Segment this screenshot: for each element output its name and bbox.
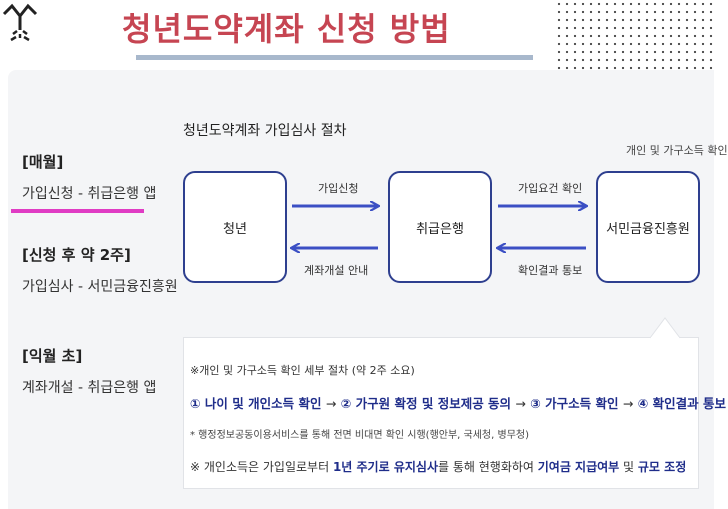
step-desc-3: 계좌개설 - 취급은행 앱 — [22, 380, 157, 396]
final-and: 및 — [619, 460, 638, 474]
page-title: 청년도약계좌 신청 방법 — [122, 10, 451, 48]
step-desc-1: 가입신청 - 취급은행 앱 — [22, 186, 157, 202]
step-period-3: [익월 초] — [22, 347, 83, 365]
step-arrow: → — [622, 396, 634, 411]
detail-note: * 행정정보공동이용서비스를 통해 전면 비대면 확인 시행(행안부, 국세청,… — [190, 430, 529, 441]
label-agency-to-bank: 확인결과 통보 — [518, 264, 583, 277]
step-desc-2: 가입심사 - 서민금융진흥원 — [22, 279, 178, 295]
detail-steps: ① 나이 및 개인소득 확인 → ② 가구원 확정 및 정보제공 동의 → ③ … — [190, 393, 726, 412]
step-arrow: → — [515, 396, 526, 411]
final-bold-1: 1년 주기로 유지심사 — [332, 460, 438, 474]
label-bank-to-youth: 계좌개설 안내 — [304, 264, 369, 277]
node-agency: 서민금융진흥원 — [596, 171, 700, 283]
step-period-1: [매월] — [22, 153, 64, 171]
title-underline — [136, 55, 533, 60]
detail-heading: ※개인 및 가구소득 확인 세부 절차 (약 2주 소요) — [190, 364, 415, 377]
final-mid: 를 통해 현행화하여 — [437, 460, 538, 474]
label-youth-to-bank: 가입신청 — [318, 182, 359, 195]
agency-caption: 개인 및 가구소득 확인 — [626, 144, 728, 157]
step-arrow: → — [325, 396, 337, 411]
detail-box — [183, 337, 699, 489]
sparkle-logo-icon — [2, 3, 38, 42]
detail-step-3: ③ 가구소득 확인 — [530, 396, 619, 411]
highlight-underline — [11, 209, 144, 213]
detail-step-1: ① 나이 및 개인소득 확인 — [190, 396, 322, 411]
diagram-title: 청년도약계좌 가입심사 절차 — [183, 123, 347, 139]
step-period-2: [신청 후 약 2주] — [22, 246, 131, 264]
detail-step-4: ④ 확인결과 통보 — [637, 396, 727, 411]
node-bank: 취급은행 — [388, 171, 492, 283]
detail-final: ※ 개인소득은 가입일로부터 1년 주기로 유지심사를 통해 현행화하여 기여금… — [190, 458, 686, 475]
dot-grid-decoration — [555, 0, 714, 72]
final-prefix: ※ 개인소득은 가입일로부터 — [190, 460, 333, 474]
final-bold-2: 기여금 지급여부 — [537, 460, 620, 474]
label-bank-to-agency: 가입요건 확인 — [518, 182, 583, 195]
detail-step-2: ② 가구원 확정 및 정보제공 동의 — [340, 396, 512, 411]
node-youth: 청년 — [183, 171, 287, 283]
final-bold-3: 규모 조정 — [637, 460, 687, 474]
